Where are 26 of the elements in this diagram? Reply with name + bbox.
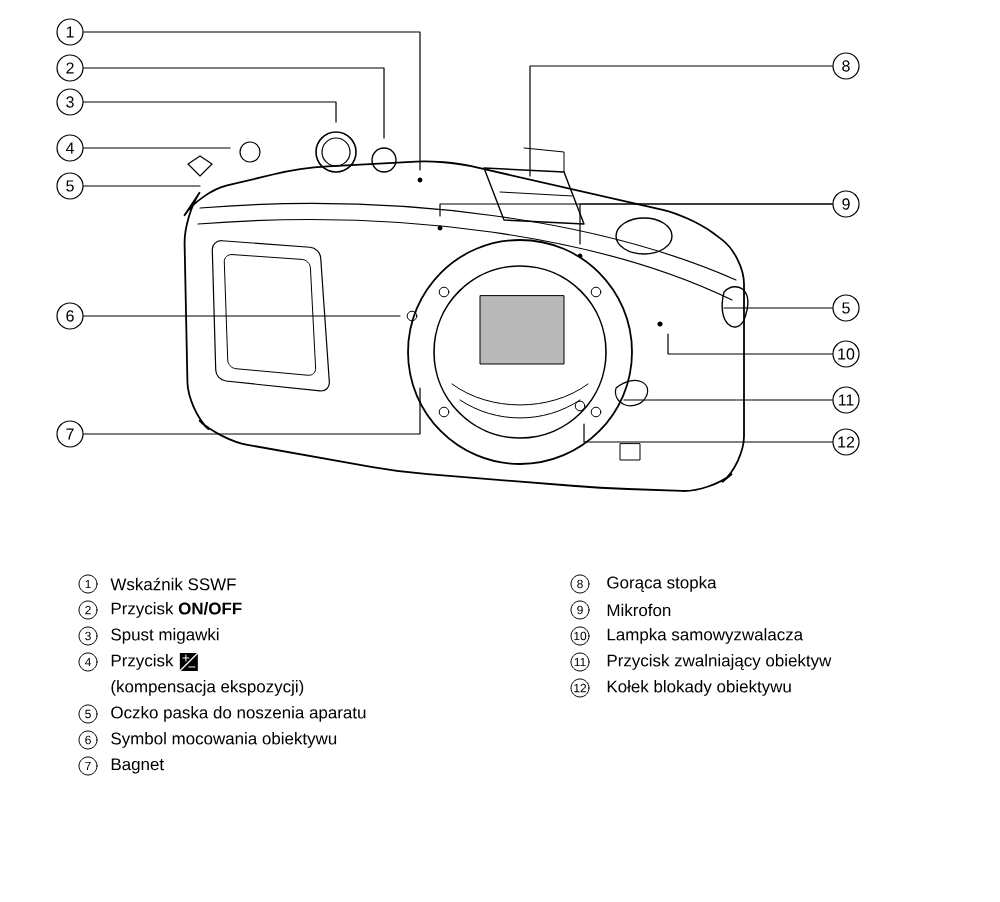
legend-text: Gorąca stopka — [607, 576, 717, 592]
leader-line — [667, 333, 833, 355]
legend-text: Lampka samowyzwalacza — [607, 628, 804, 644]
leader-line — [723, 307, 833, 309]
leader-line — [83, 185, 201, 187]
legend-text: Przycisk ON/OFF — [111, 602, 242, 618]
legend-text: Kołek blokady obiektywu — [607, 680, 791, 696]
legend-text: Przycisk — [111, 654, 174, 670]
legend-text: Przycisk zwalniający obiektyw — [607, 654, 832, 670]
legend-text: Bagnet — [111, 758, 164, 774]
leader-line — [83, 101, 337, 123]
legend-text: Oczko paska do noszenia aparatu — [111, 706, 366, 722]
legend-text: (kompensacja ekspozycji) — [111, 680, 304, 696]
leader-line — [623, 399, 833, 401]
leader-line — [439, 203, 833, 217]
legend-text: Spust migawki — [111, 628, 219, 644]
legend-text: Wskaźnik SSWF — [110, 577, 236, 591]
leader-line — [83, 67, 385, 139]
leader-line — [83, 315, 401, 317]
legend-text: Mikrofon — [607, 603, 671, 617]
leader-line — [83, 31, 421, 171]
leader-line — [83, 387, 421, 435]
leader-line — [83, 147, 231, 149]
leader-line — [529, 65, 833, 177]
leader-line — [583, 423, 833, 443]
legend-text: Symbol mocowania obiektywu — [111, 732, 337, 748]
